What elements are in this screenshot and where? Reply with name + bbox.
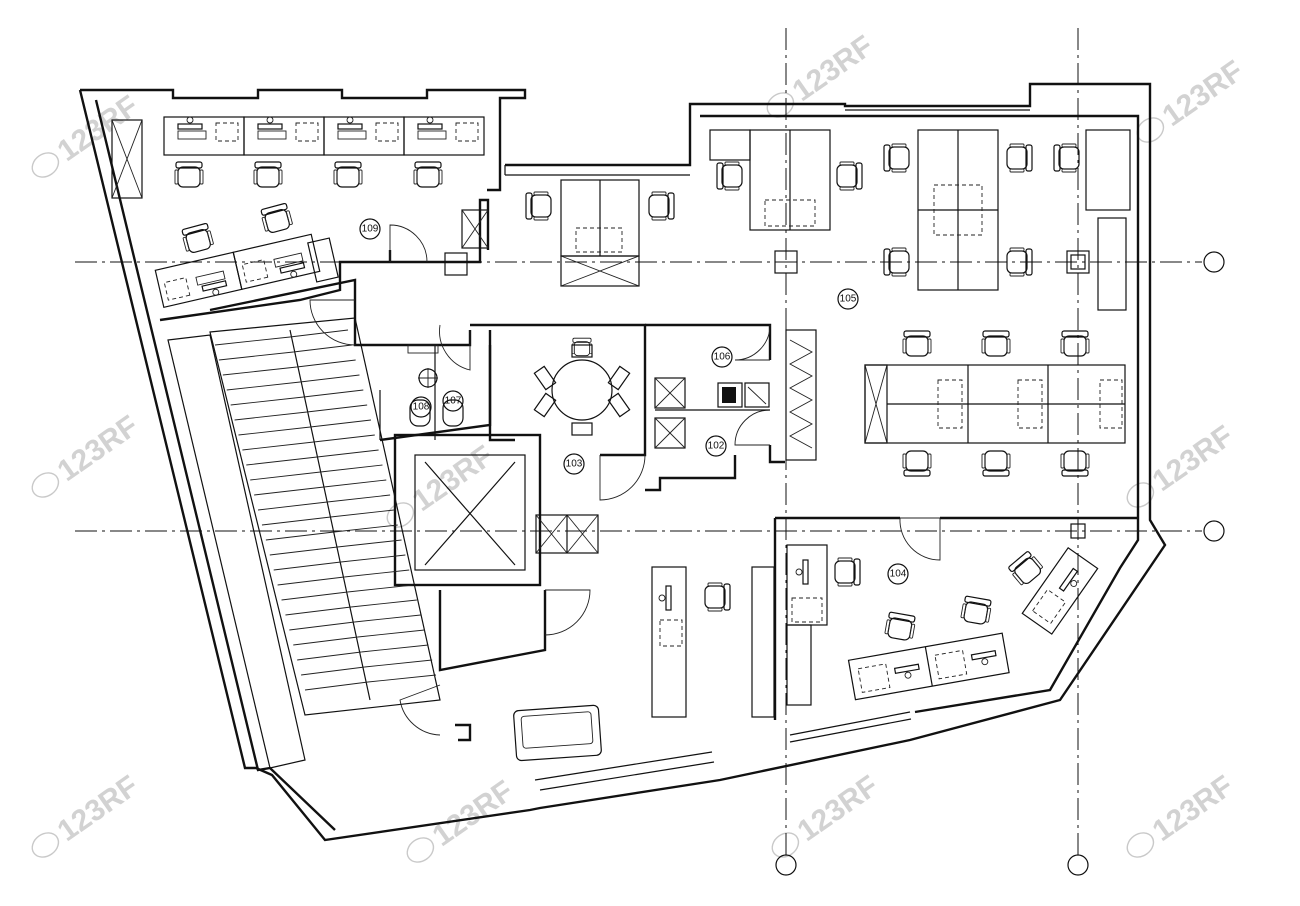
stair-tread [238,426,311,436]
watermark-text: 123RF [52,769,145,848]
stair-tread [340,554,406,563]
stair-tread [285,606,352,616]
stair-tread [347,584,414,593]
stair-tread [296,359,356,368]
stair-tread [269,546,338,556]
watermark-text: 123RF [52,409,145,488]
stair-tread [301,666,365,676]
stair-tread [344,569,410,578]
room-tag-108: 108 [410,396,432,418]
stair-tread [218,351,294,361]
grid-bubble-right-2 [1203,520,1225,542]
svg-text:108: 108 [413,402,430,413]
grid-bubble-bottom-2 [1067,854,1089,876]
stair-tread [306,404,368,413]
room-109-workstations [111,117,489,307]
watermark: 123RF [1136,54,1250,143]
stair-tread [246,456,318,466]
exterior-walls [78,82,1167,842]
watermark: 123RF [31,409,145,498]
watermark-text: 123RF [1147,769,1240,848]
stair-tread [281,591,348,601]
grid-bubble-right-1 [1203,251,1225,273]
lobby-furniture [513,566,775,762]
stair-tread [330,509,394,518]
grid-bubble-bottom-1 [775,854,797,876]
watermark-text: 123RF [792,769,885,848]
svg-text:107: 107 [445,396,462,407]
interior-walls [159,129,1138,742]
room-103-meeting [533,337,631,554]
room-tag-102: 102 [705,435,727,457]
stair-tread [361,644,429,653]
stair-tread [222,366,297,376]
svg-text:109: 109 [362,224,379,235]
watermark-text: 123RF [52,89,145,168]
stair-tread [214,336,291,346]
svg-text:106: 106 [714,352,731,363]
stair-tread [250,471,321,481]
watermark-text: 123RF [1147,419,1240,498]
stair-tread [289,329,349,338]
room-tag-104: 104 [887,563,909,585]
stair-tread [293,344,352,353]
stair-tread [313,434,375,443]
stair-tread [327,494,391,503]
room-tag-109: 109 [359,218,381,240]
stair-tread [320,464,383,473]
stair-tread [257,501,328,511]
watermark-text: 123RF [1157,54,1250,133]
stair-tread [226,381,301,391]
svg-text:103: 103 [566,459,583,470]
watermark: 123RF [766,29,880,118]
staircase [167,317,441,769]
doors [309,224,941,736]
stair-tread [354,614,421,623]
stair-tread [367,674,437,683]
restrooms-107-108 [407,344,464,427]
stair-tread [303,389,364,398]
watermark: 123RF [1126,769,1240,858]
stair-tread [337,539,402,548]
stair-tread [277,576,345,586]
stair-tread [323,479,387,488]
stair-tread [265,531,335,541]
room-tags: 109 105 106 102 103 107 108 104 [359,218,909,585]
stair-tread [242,441,314,451]
watermark: 123RF [771,769,885,858]
stair-tread [234,411,308,421]
watermark-text: 123RF [407,439,500,518]
room-104-workstations [786,544,1099,706]
stair-tread [364,659,433,668]
stair-tread [289,621,355,631]
stair-tread [310,419,372,428]
stair-tread [261,516,331,526]
svg-text:105: 105 [840,294,857,305]
stair-tread [334,524,398,533]
stair-tread [293,636,358,646]
svg-text:104: 104 [890,569,907,580]
room-tag-106: 106 [711,346,733,368]
room-tag-103: 103 [563,453,585,475]
stair-tread [350,599,417,608]
stair-tread [357,629,425,638]
stair-tread [254,486,324,496]
stair-tread [317,449,379,458]
stair-tread [304,681,369,691]
svg-text:102: 102 [708,441,725,452]
watermark-text: 123RF [787,29,880,108]
watermark: 123RF [406,774,519,863]
stair-tread [300,374,360,383]
room-105-workstations [525,129,1126,477]
kitchen-106-102 [654,377,770,449]
stair-tread [297,651,362,661]
stair-tread [230,396,304,406]
room-tag-107: 107 [442,390,464,412]
room-tag-105: 105 [837,288,859,310]
watermark: 123RF [31,769,145,858]
watermark: 123RF [386,439,500,528]
stair-tread [273,561,341,571]
watermark-layer: 123RF 123RF 123RF 123RF 123RF 123RF 123RF 123RF… [31,29,1250,863]
